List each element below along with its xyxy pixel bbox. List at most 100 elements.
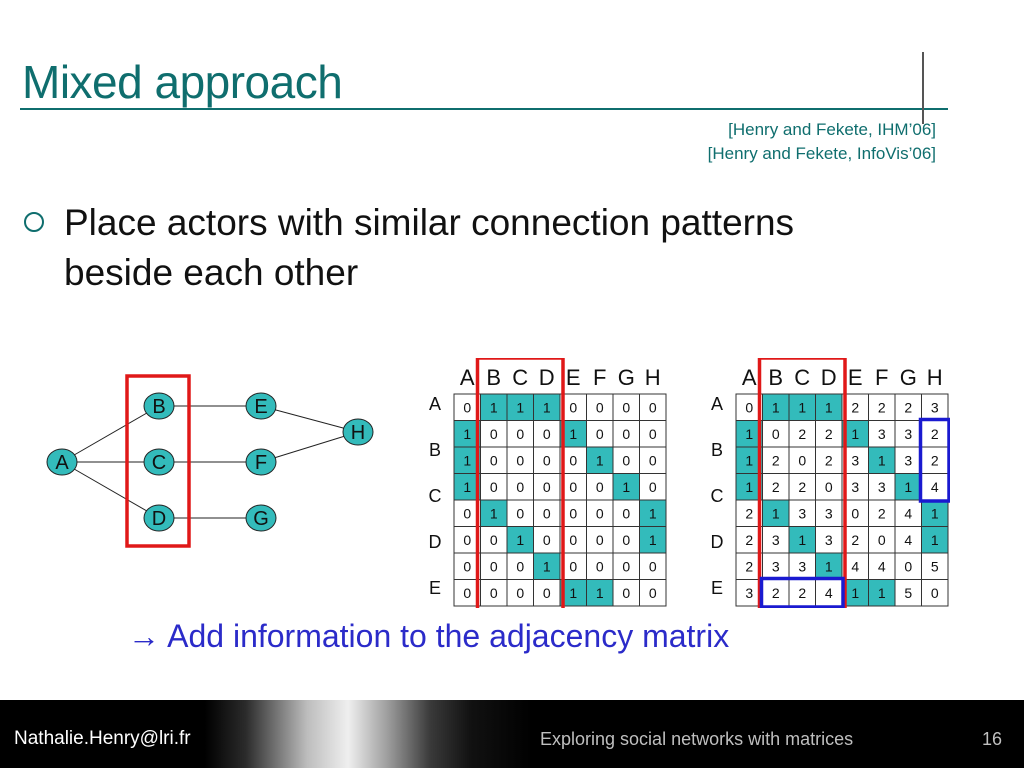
- matrix1-cell-value-2-4: 0: [569, 452, 577, 468]
- matrix2-row-label-B: B: [711, 440, 723, 460]
- matrix1-row-label-A: A: [429, 394, 441, 414]
- graph-edge-E-H: [260, 405, 359, 433]
- matrix1-cell-value-5-2: 1: [516, 532, 524, 548]
- matrix2-cell-1-5: [868, 420, 896, 448]
- matrix2-col-label-A: A: [742, 365, 757, 390]
- matrix2-cell-value-5-1: 3: [772, 532, 780, 548]
- matrix1-row-label-B: B: [429, 440, 441, 460]
- matrix2-cell-value-4-5: 2: [878, 505, 886, 521]
- matrix2-cell-value-1-6: 3: [904, 426, 912, 442]
- matrix1-cell-6-7: [639, 552, 667, 580]
- bullet-text: Place actors with similar connection pat…: [64, 202, 795, 293]
- matrix2-cell-value-2-5: 1: [878, 452, 886, 468]
- matrix2-cell-value-7-7: 0: [931, 585, 939, 601]
- matrix2-cell-value-5-0: 2: [745, 532, 753, 548]
- matrix1-cell-value-2-2: 0: [516, 452, 524, 468]
- matrix2-cell-value-4-2: 3: [798, 505, 806, 521]
- matrix1-cell-value-5-3: 0: [543, 532, 551, 548]
- matrix2-cell-value-4-6: 4: [904, 505, 912, 521]
- matrix2-cell-value-3-7: 4: [931, 479, 939, 495]
- matrix2-cell-0-1: [762, 393, 790, 421]
- matrix2-cell-7-5: [868, 579, 896, 607]
- matrix1-cell-0-3: [533, 393, 561, 421]
- matrix1-cell-value-6-6: 0: [622, 558, 630, 574]
- matrix2-cell-3-1: [762, 473, 790, 501]
- matrix1-cell-value-5-1: 0: [490, 532, 498, 548]
- matrix1-row-label-E: E: [429, 578, 441, 598]
- graph-node-A: [46, 448, 78, 476]
- matrix1-cell-value-4-3: 0: [543, 505, 551, 521]
- matrix1-cell-0-2: [506, 393, 534, 421]
- matrix2-cell-value-7-3: 4: [825, 585, 833, 601]
- matrix2-cell-value-4-3: 3: [825, 505, 833, 521]
- graph-node-label-E: E: [254, 396, 267, 418]
- graph-node-label-C: C: [152, 452, 166, 474]
- matrix1-cell-value-5-6: 0: [622, 532, 630, 548]
- adjacency-matrix-distance: ABCDEFGHABCDEFGH011122231022133212023132…: [711, 358, 950, 608]
- matrix2-cell-value-5-6: 4: [904, 532, 912, 548]
- matrix2-cell-value-5-5: 0: [878, 532, 886, 548]
- matrix1-cell-value-7-4: 1: [569, 585, 577, 601]
- matrix1-cell-value-1-4: 1: [569, 426, 577, 442]
- matrix2-blue-box-0: [918, 417, 950, 503]
- matrix1-cell-value-2-6: 0: [622, 452, 630, 468]
- matrix1-cell-value-4-1: 1: [490, 505, 498, 521]
- graph-node-C: [143, 448, 175, 476]
- matrix1-col-label-G: G: [618, 365, 635, 390]
- matrix1-cell-value-1-5: 0: [596, 426, 604, 442]
- matrix1-cell-value-7-5: 1: [596, 585, 604, 601]
- footer-bar: Nathalie.Henry@lri.fr Exploring social n…: [0, 700, 1024, 768]
- graph-node-E: [245, 392, 277, 420]
- graph-highlight-box: [125, 374, 191, 548]
- matrix1-cell-value-2-5: 1: [596, 452, 604, 468]
- graph-node-label-A: A: [55, 452, 69, 474]
- matrix1-cell-7-6: [612, 579, 640, 607]
- matrix2-cell-value-2-4: 3: [851, 452, 859, 468]
- matrix2-cell-value-1-1: 0: [772, 426, 780, 442]
- matrix1-cell-2-6: [612, 446, 640, 474]
- matrix1-cell-6-6: [612, 552, 640, 580]
- graph-node-G: [245, 504, 277, 532]
- matrix1-cell-value-6-3: 1: [543, 558, 551, 574]
- matrix1-cell-value-6-0: 0: [463, 558, 471, 574]
- matrix1-cell-value-4-6: 0: [622, 505, 630, 521]
- matrix1-cell-value-7-1: 0: [490, 585, 498, 601]
- matrix2-cell-value-6-5: 4: [878, 558, 886, 574]
- matrix1-cell-value-3-7: 0: [649, 479, 657, 495]
- matrix2-cell-7-6: [894, 579, 922, 607]
- matrix1-cell-value-2-7: 0: [649, 452, 657, 468]
- matrix1-cell-value-1-1: 0: [490, 426, 498, 442]
- matrix1-cell-value-7-0: 0: [463, 585, 471, 601]
- matrix1-cell-value-0-3: 1: [543, 399, 551, 415]
- matrix2-cell-value-6-2: 3: [798, 558, 806, 574]
- graph-node-label-F: F: [255, 452, 267, 474]
- matrix2-highlight-box: [757, 358, 847, 608]
- matrix1-cell-value-0-6: 0: [622, 399, 630, 415]
- matrix2-cell-value-7-6: 5: [904, 585, 912, 601]
- matrix2-cell-value-1-2: 2: [798, 426, 806, 442]
- matrix1-cell-3-5: [586, 473, 614, 501]
- footer-email: Nathalie.Henry@lri.fr: [14, 728, 191, 749]
- matrix2-cell-value-3-3: 0: [825, 479, 833, 495]
- matrix1-cell-value-3-6: 1: [622, 479, 630, 495]
- matrix2-cell-value-2-3: 2: [825, 452, 833, 468]
- matrix2-cell-7-7: [921, 579, 949, 607]
- matrix1-cell-value-5-5: 0: [596, 532, 604, 548]
- matrix2-cell-value-0-6: 2: [904, 399, 912, 415]
- matrix1-highlight-box: [475, 358, 565, 608]
- graph-edge-A-D: [61, 461, 160, 519]
- matrix1-cell-value-4-0: 0: [463, 505, 471, 521]
- matrix1-cell-value-2-3: 0: [543, 452, 551, 468]
- reference-2: [Henry and Fekete, InfoVis’06]: [707, 144, 936, 163]
- matrix2-cell-value-3-6: 1: [904, 479, 912, 495]
- matrix1-cell-value-4-5: 0: [596, 505, 604, 521]
- matrix1-cell-value-5-0: 0: [463, 532, 471, 548]
- matrix2-row-label-C: C: [711, 486, 724, 506]
- slide-title: Mixed approach: [22, 56, 343, 108]
- matrix1-cell-value-7-6: 0: [622, 585, 630, 601]
- matrix2-cell-2-6: [894, 446, 922, 474]
- matrix1-cell-2-5: [586, 446, 614, 474]
- graph-edge-A-B: [61, 405, 160, 463]
- matrix2-col-label-C: C: [794, 365, 810, 390]
